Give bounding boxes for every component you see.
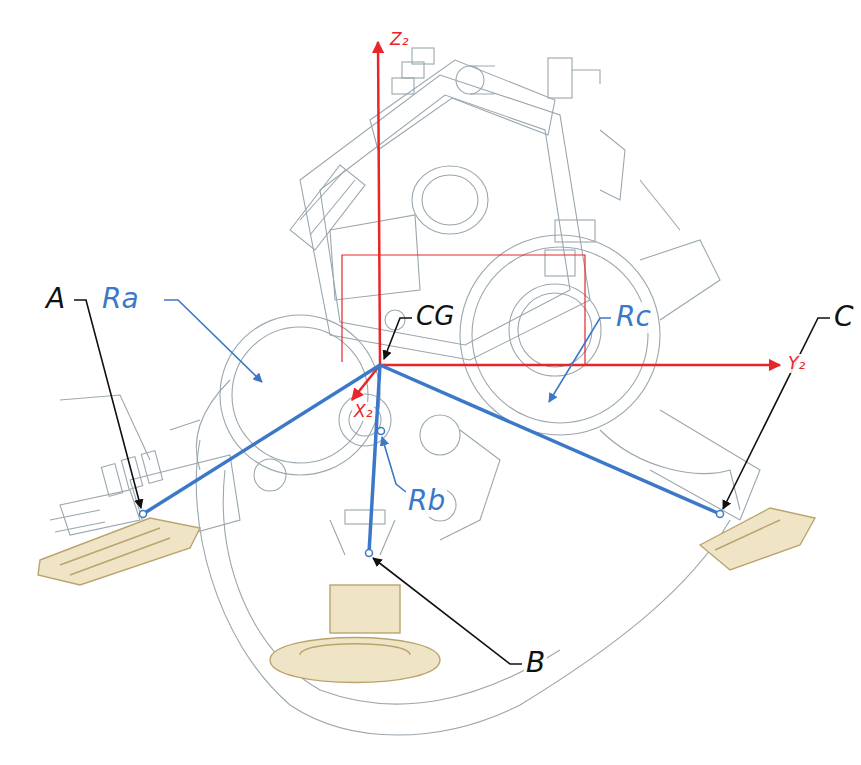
coordinate-axes — [342, 42, 780, 400]
engine-mount — [38, 508, 815, 683]
leader-line — [74, 300, 830, 664]
vector-label: Ra — [100, 284, 141, 315]
point-label: A — [44, 284, 67, 315]
point-label: B — [524, 648, 547, 679]
mount-point — [140, 428, 724, 557]
point-label: CG — [414, 302, 456, 331]
point-label: C — [832, 302, 856, 333]
radius-vector — [143, 365, 720, 553]
engine-wireframe — [50, 48, 760, 735]
vector-label: Rc — [614, 302, 653, 333]
vector-label: Rb — [406, 486, 447, 517]
axis-label: X₂ — [352, 402, 374, 421]
axis-label: Z₂ — [388, 30, 410, 49]
axis-label: Y₂ — [786, 354, 807, 373]
leader-line — [164, 300, 611, 492]
